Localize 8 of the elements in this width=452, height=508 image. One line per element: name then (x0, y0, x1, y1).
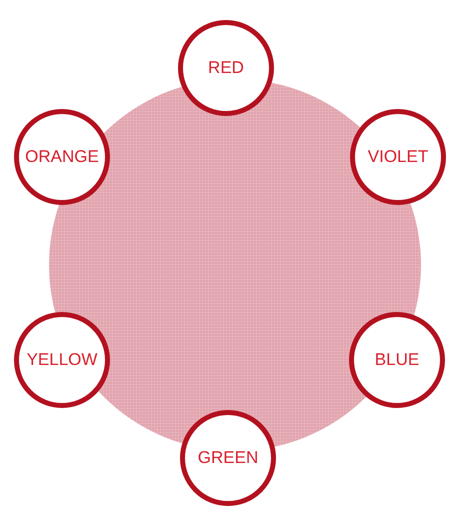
node-label: VIOLET (368, 147, 428, 167)
node-label: RED (208, 58, 244, 78)
circle-node (178, 20, 274, 116)
node-label: BLUE (374, 350, 420, 370)
node-label: ORANGE (25, 147, 99, 167)
circle-node (180, 410, 276, 506)
node-label: GREEN (198, 448, 258, 468)
node-label: YELLOW (26, 350, 98, 370)
